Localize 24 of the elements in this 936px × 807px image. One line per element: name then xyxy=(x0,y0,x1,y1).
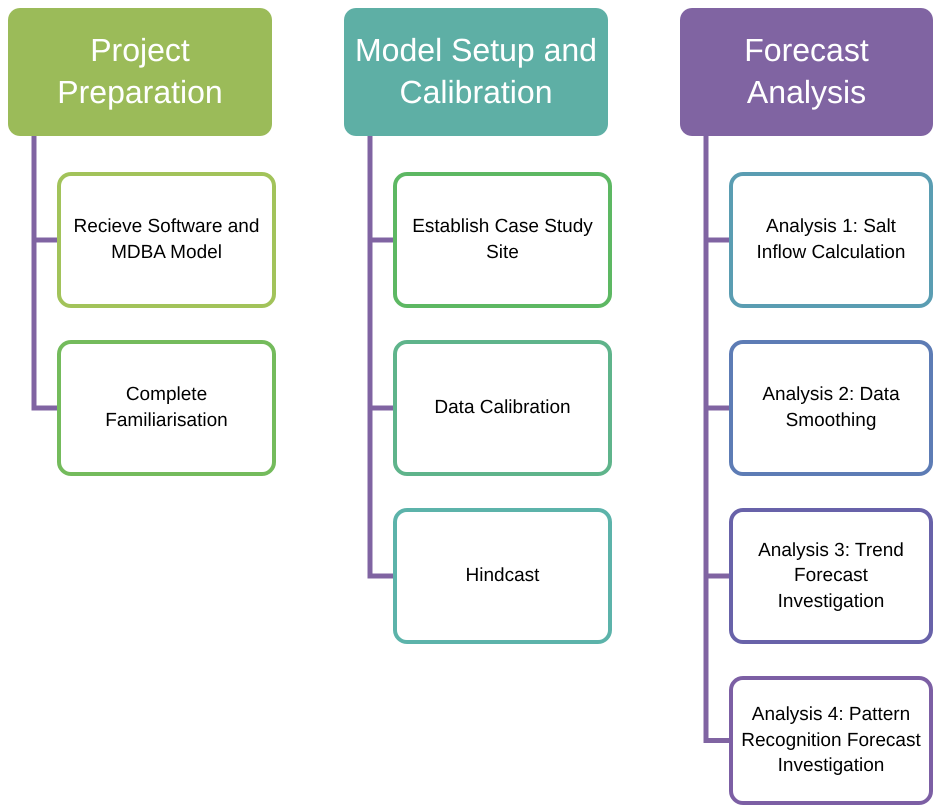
task-box xyxy=(393,172,612,308)
task-label: Recieve Software and MDBA Model xyxy=(72,215,260,265)
phase-title: Model Setup and Calibration xyxy=(354,31,598,112)
task-box xyxy=(729,676,933,805)
task-label: Data Calibration xyxy=(434,396,571,420)
task-box xyxy=(729,340,933,476)
task-label: Establish Case Study Site xyxy=(411,215,594,265)
task-label: Hindcast xyxy=(466,564,540,588)
phase-header xyxy=(680,8,933,136)
task-box xyxy=(729,172,933,308)
phase-title: Project Preparation xyxy=(56,31,224,112)
task-box xyxy=(729,508,933,644)
phase-title: Forecast Analysis xyxy=(743,31,870,112)
task-box xyxy=(393,508,612,644)
task-label: Analysis 4: Pattern Recognition Forecast Investigation xyxy=(740,703,922,778)
task-box xyxy=(393,340,612,476)
task-label: Analysis 2: Data Smoothing xyxy=(761,383,901,433)
task-label: Analysis 3: Trend Forecast Investigation xyxy=(757,538,905,614)
task-label: Complete Familiarisation xyxy=(104,383,229,433)
phase-header xyxy=(8,8,272,136)
task-label: Analysis 1: Salt Inflow Calculation xyxy=(756,215,906,265)
task-box xyxy=(57,172,276,308)
phase-header xyxy=(344,8,608,136)
task-box xyxy=(57,340,276,476)
